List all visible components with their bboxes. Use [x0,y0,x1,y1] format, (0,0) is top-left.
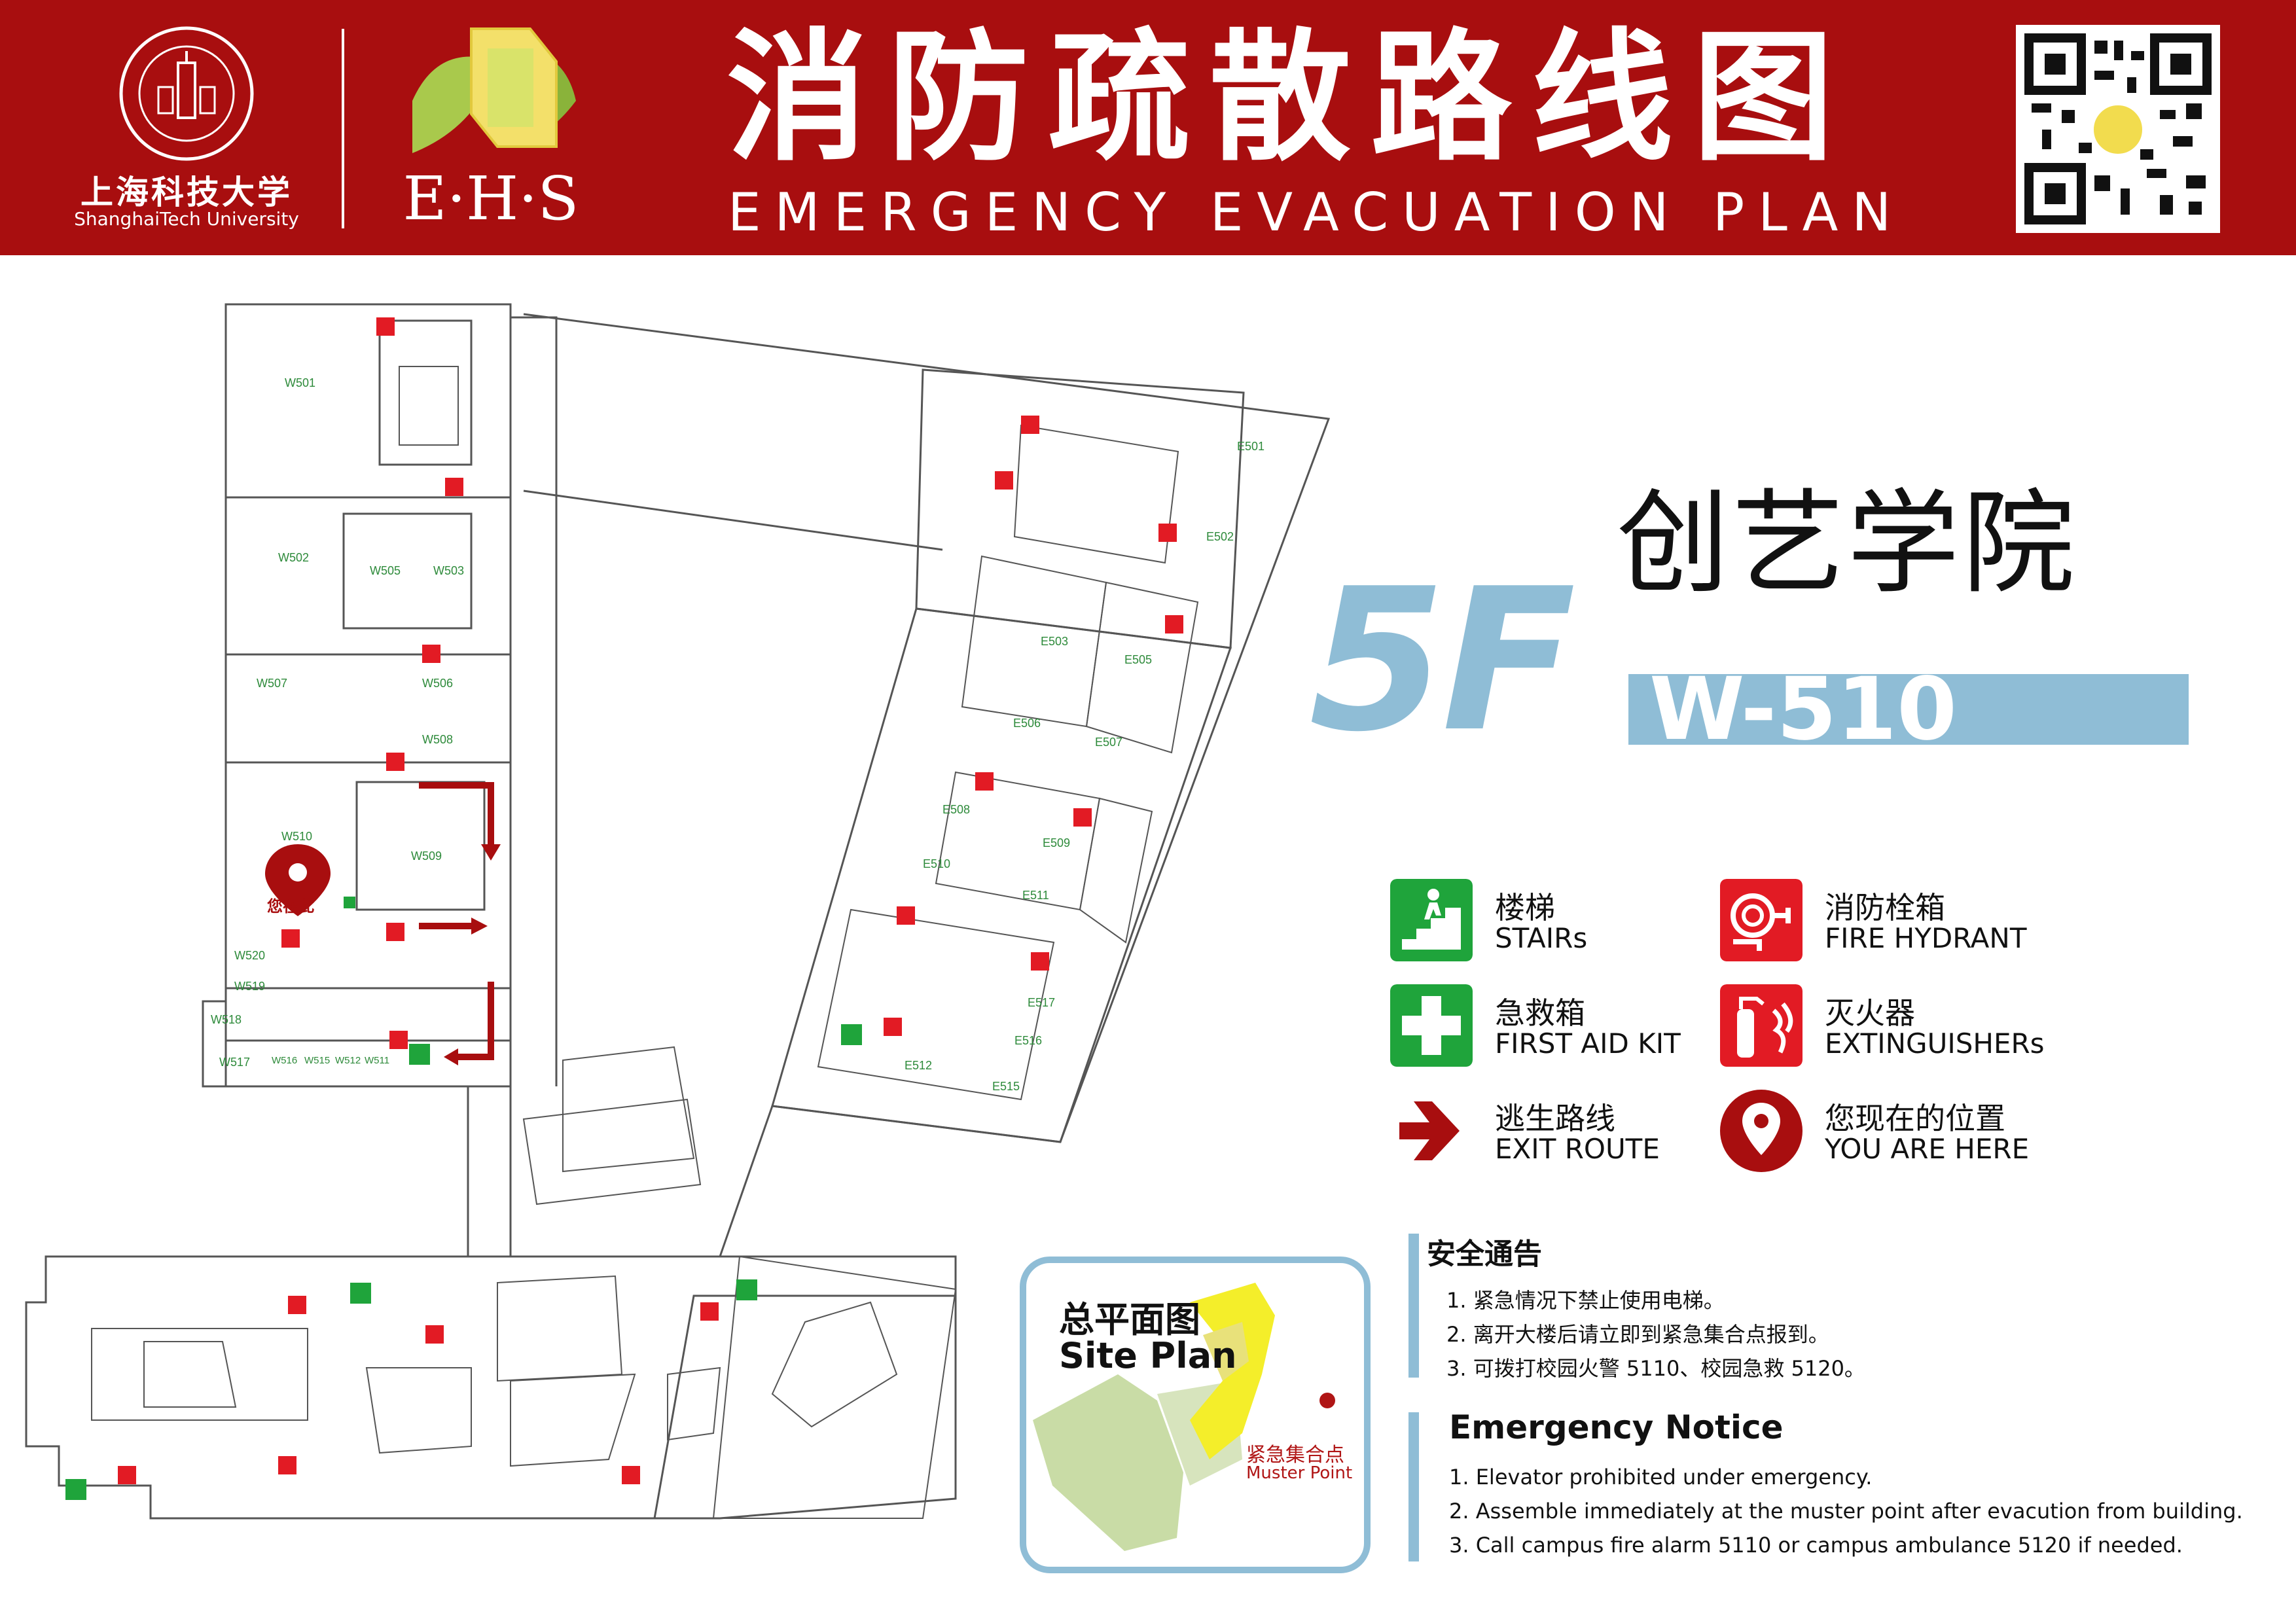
legend-label-en: FIRST AID KIT [1495,1027,1681,1060]
fire-hydrant-markers [118,317,1183,1484]
page-title-en: EMERGENCY EVACUATION PLAN [728,182,1905,243]
legend-label-cn: 急救箱 [1495,995,1585,1031]
room-label: E505 [1124,653,1153,666]
room-label: E515 [992,1080,1020,1093]
room-label: E510 [923,857,951,870]
room-label: W516 [272,1055,298,1066]
stairs-icon [1390,879,1473,961]
floor-number: 5F [1309,546,1576,775]
notice-cn-line: 2. 离开大楼后请立即到紧急集合点报到。 [1446,1322,1829,1347]
notice-en-accent-bar [1408,1412,1419,1561]
ehs-logo-text: E·H·S [403,164,579,234]
legend-label-cn: 灭火器 [1825,995,1915,1031]
header-divider [342,29,344,228]
site-plan-inset: 总平面图 Site Plan 紧急集合点 Muster Point [1020,1257,1371,1573]
extinguisher-icon [1720,984,1803,1067]
room-label: W502 [278,551,310,564]
muster-point-label-cn: 紧急集合点 [1246,1444,1344,1467]
room-label: E506 [1013,717,1041,730]
notice-cn-line: 3. 可拨打校园火警 5110、校园急救 5120。 [1446,1356,1865,1381]
notice-cn-line: 1. 紧急情况下禁止使用电梯。 [1446,1288,1725,1313]
exit-route-arrowheads [444,844,501,1065]
university-name-cn: 上海科技大学 [81,173,293,211]
room-label: E509 [1043,836,1071,849]
room-label: E517 [1028,996,1056,1009]
legend-label-en: EXTINGUISHERs [1825,1027,2045,1060]
legend-label-en: FIRE HYDRANT [1825,922,2027,954]
first-aid-icon [1390,984,1473,1067]
room-label: W510 [281,830,313,843]
legend-label-en: YOU ARE HERE [1825,1133,2030,1165]
you-are-here-label: 您在此 [267,897,314,916]
location-pin-icon [1720,1090,1803,1172]
room-label: W520 [234,949,266,962]
first-aid-marker [344,897,355,908]
university-seal-icon [119,26,254,161]
room-label: W508 [422,733,454,746]
notice-en-line: 1. Elevator prohibited under emergency. [1449,1465,1873,1489]
notice-en-line: 2. Assemble immediately at the muster po… [1449,1499,2243,1524]
room-label: W519 [234,980,266,993]
room-label: E507 [1095,736,1123,749]
notice-cn-title: 安全通告 [1427,1238,1542,1271]
room-label: W518 [211,1013,242,1026]
legend-label-cn: 您现在的位置 [1825,1101,2005,1136]
room-label: W511 [365,1055,390,1066]
notice-en-line: 3. Call campus fire alarm 5110 or campus… [1449,1533,2183,1558]
site-plan-title-cn: 总平面图 [1059,1299,1200,1340]
exit-route-path [419,782,494,1060]
room-label: W512 [335,1055,361,1066]
header-banner: 上海科技大学 ShanghaiTech University E·H·S 消防疏… [0,0,2296,255]
room-label: W507 [257,677,288,690]
notice-en-title: Emergency Notice [1449,1408,1784,1446]
legend-label-cn: 消防栓箱 [1825,890,1945,925]
room-label: W506 [422,677,454,690]
qr-code-icon[interactable] [2016,25,2220,233]
room-label: W501 [285,376,316,389]
room-label: W503 [433,564,465,577]
muster-point-label-en: Muster Point [1246,1463,1353,1483]
exit-route-arrow-icon [1399,1101,1460,1160]
room-label: W509 [411,849,442,863]
room-label: W505 [370,564,401,577]
fire-hydrant-icon [1720,879,1803,961]
notice-cn-accent-bar [1408,1234,1419,1378]
legend-label-en: STAIRs [1495,922,1588,954]
site-plan-map [1033,1283,1335,1551]
room-label: E502 [1206,530,1234,543]
page-title-cn: 消防疏散路线图 [726,16,1854,180]
room-label: E501 [1237,440,1265,453]
room-code: W-510 [1649,659,1957,760]
room-label: E516 [1014,1034,1043,1047]
room-label: E512 [905,1059,933,1072]
room-label: E508 [942,803,971,816]
university-name-en: ShanghaiTech University [74,208,299,230]
ehs-leaf-logo-icon [412,27,576,153]
site-plan-title-en: Site Plan [1059,1335,1237,1376]
room-label: W517 [219,1056,251,1069]
school-name: 创艺学院 [1617,478,2077,609]
room-label: E511 [1022,889,1049,902]
room-label: W515 [304,1055,331,1066]
room-label: E503 [1041,635,1069,648]
legend-label-cn: 逃生路线 [1495,1101,1615,1136]
you-are-here-pin-icon [265,844,331,916]
stairs-markers [65,1024,862,1500]
legend-label-cn: 楼梯 [1495,890,1555,925]
room-code-bar [1628,674,2189,745]
floor-plan-map [25,303,1331,1520]
legend-label-en: EXIT ROUTE [1495,1133,1660,1165]
